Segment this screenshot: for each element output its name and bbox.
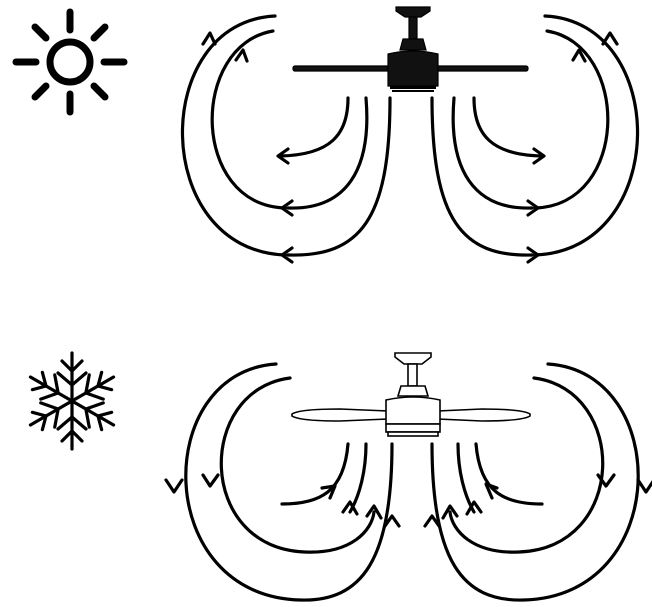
airflow-right-arrows-up [425, 364, 652, 600]
airflow-left-arrows [182, 16, 390, 262]
winter-panel [23, 353, 652, 600]
summer-panel [16, 7, 638, 262]
airflow-right-arrows [432, 16, 638, 262]
ceiling-fan-light-icon [292, 353, 530, 436]
sun-icon [16, 12, 124, 112]
snowflake-icon [23, 353, 120, 449]
ceiling-fan-dark-icon [293, 7, 528, 92]
airflow-left-arrows-up [166, 364, 399, 600]
